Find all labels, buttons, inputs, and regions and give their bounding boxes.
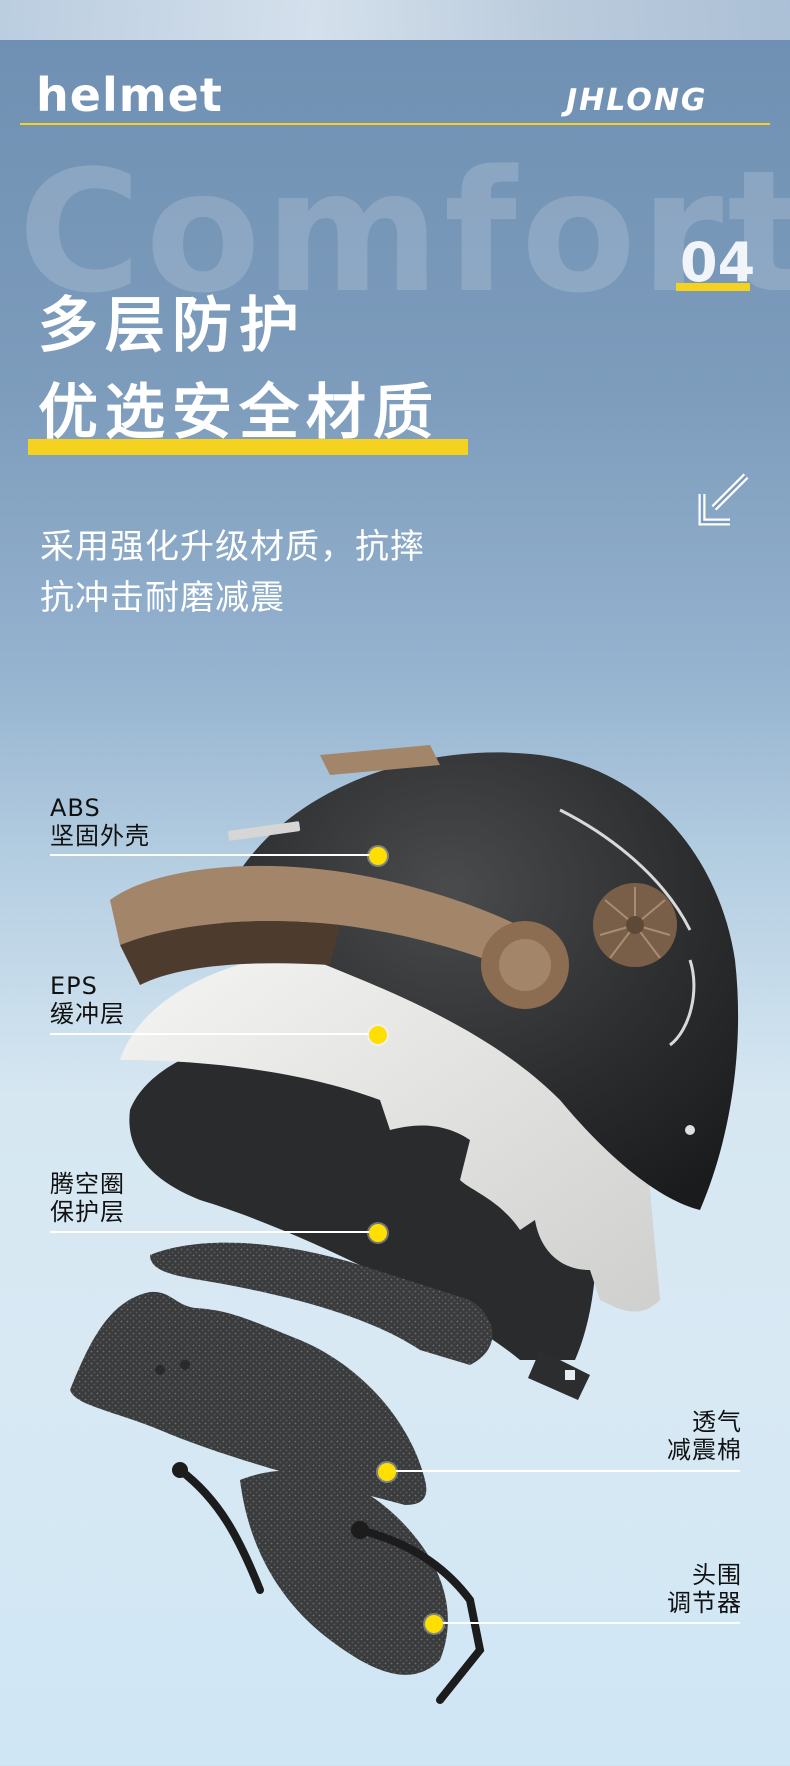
abs-outer-shell <box>215 752 739 1210</box>
marker-dot-abs <box>369 847 387 865</box>
callout-suspension-ring: 腾空圈 保护层 <box>50 1170 125 1227</box>
head-adjuster-strap <box>176 1466 485 1704</box>
marker-dot-eps <box>369 1026 387 1044</box>
callout-eps-layer: EPS 缓冲层 <box>50 972 125 1029</box>
headline-line-1: 多层防护 <box>38 291 306 361</box>
header-divider <box>20 123 770 125</box>
callout-suspension-subtitle: 保护层 <box>50 1198 125 1227</box>
arrow-down-left-icon <box>698 473 749 526</box>
callout-eps-subtitle: 缓冲层 <box>50 1000 125 1029</box>
callout-head-adjuster: 头围 调节器 <box>667 1561 742 1618</box>
callout-abs-shell: ABS 坚固外壳 <box>50 794 150 851</box>
description-line-2: 抗冲击耐磨减震 <box>40 578 285 618</box>
tan-visor-band <box>110 865 560 990</box>
callout-abs-subtitle: 坚固外壳 <box>50 822 150 851</box>
brand-word: helmet <box>36 68 223 122</box>
liner-clip-hole <box>565 1370 575 1380</box>
section-number-underline <box>676 283 750 291</box>
leader-line-eps <box>50 1033 378 1035</box>
exploded-helmet-illustration <box>70 745 739 1704</box>
callout-suspension-title: 腾空圈 <box>50 1170 125 1198</box>
head-adjuster-pad <box>240 1470 448 1675</box>
background-watermark-word: Comfort <box>18 134 790 330</box>
side-knob-inner <box>499 939 551 991</box>
callout-padding-title: 透气 <box>692 1408 742 1436</box>
marker-dot-suspension <box>369 1224 387 1242</box>
leader-line-padding <box>388 1470 740 1472</box>
comfort-padding-main <box>70 1291 427 1505</box>
liner-bracket <box>528 1350 590 1400</box>
top-vent-tan <box>320 745 440 775</box>
comfort-padding-top <box>150 1242 493 1365</box>
callout-adjuster-title: 头围 <box>692 1561 742 1589</box>
visor-inner-shadow <box>120 921 340 985</box>
top-sky-haze <box>0 0 790 40</box>
callout-breathable-padding: 透气 减震棉 <box>667 1408 742 1465</box>
shell-decal-label <box>227 821 301 841</box>
headline-highlight-bar <box>28 439 468 455</box>
callout-adjuster-subtitle: 调节器 <box>667 1589 742 1618</box>
section-number: 04 <box>680 231 756 294</box>
leader-line-adjuster <box>432 1622 740 1624</box>
description-line-1: 采用强化升级材质，抗摔 <box>40 527 425 567</box>
shell-doodle <box>559 808 696 1047</box>
marker-dot-padding <box>378 1463 396 1481</box>
callout-abs-title: ABS <box>50 794 101 822</box>
leader-line-suspension <box>50 1231 378 1233</box>
leader-line-abs <box>50 854 378 856</box>
callout-eps-title: EPS <box>50 972 98 1000</box>
brand-logo: JHLONG <box>566 83 708 118</box>
headline-line-2: 优选安全材质 <box>38 378 440 448</box>
callout-padding-subtitle: 减震棉 <box>667 1436 742 1465</box>
marker-dot-adjuster <box>425 1615 443 1633</box>
